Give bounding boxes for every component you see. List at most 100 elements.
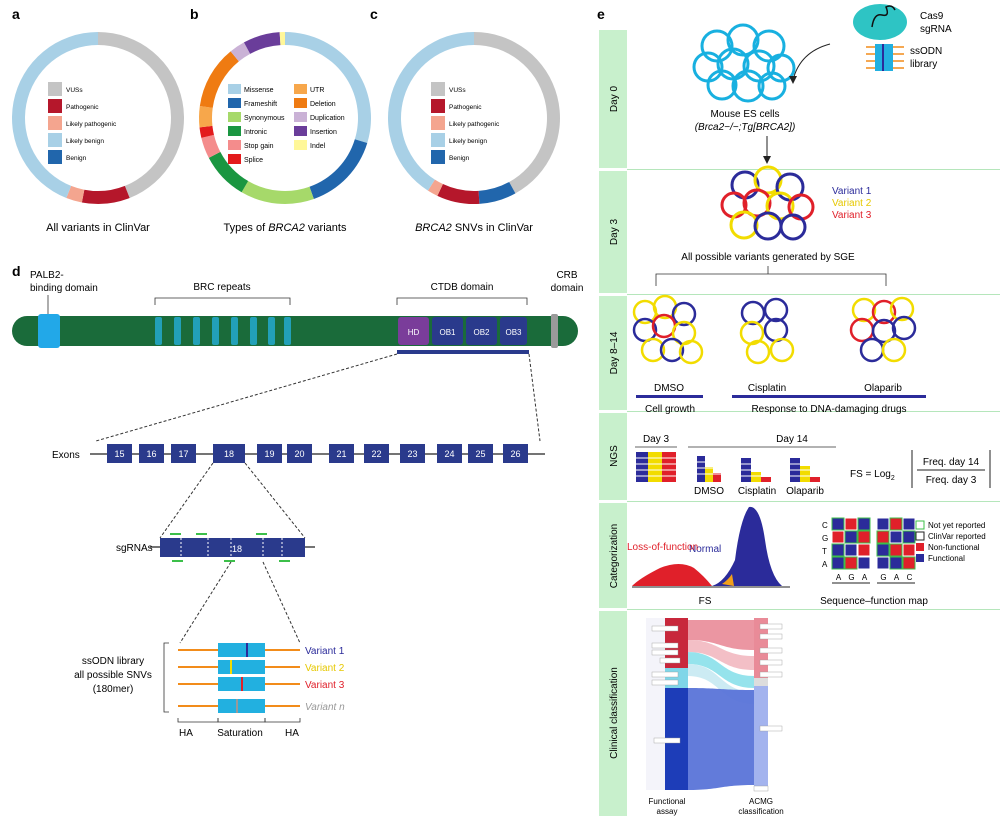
exon-18-zoom — [160, 538, 305, 557]
seqmap-col-label: C — [907, 573, 913, 582]
legend-swatch-likely-pathogenic — [431, 116, 445, 130]
legend-swatch-clinvar-reported — [915, 531, 925, 541]
seqmap-col-label: A — [836, 573, 842, 582]
seqmap-cell — [831, 530, 845, 544]
seqmap-cell — [857, 543, 871, 557]
donut-slice-insertion — [243, 32, 281, 54]
legend-swatch-non-functional — [916, 543, 924, 551]
panel-label-e: e — [597, 6, 605, 22]
ngs-dmso-label: DMSO — [694, 486, 724, 497]
donut-slice-likely-benign — [387, 31, 474, 191]
stage-day0: Day 0 — [609, 86, 620, 113]
seqmap-cell — [902, 517, 916, 531]
seqmap-cell — [857, 530, 871, 544]
sgrnas-label: sgRNAs — [116, 543, 153, 554]
legend-swatch-not-yet-reported — [915, 520, 925, 530]
legend-label: Synonymous — [244, 115, 285, 122]
legend-label: Intronic — [244, 129, 267, 136]
brc-repeats — [155, 317, 291, 345]
legend-c: VUSs Pathogenic Likely pathogenic Likely… — [431, 82, 500, 164]
stage-ngs: NGS — [609, 445, 620, 467]
donut-slice-likely-benign — [11, 32, 98, 198]
legend-swatch-missense — [228, 84, 241, 94]
cell — [742, 188, 772, 218]
ob2-domain — [466, 317, 497, 345]
exon-number: 26 — [510, 449, 520, 459]
legend-label: Non-functional — [928, 543, 980, 552]
cell — [757, 71, 787, 101]
ctdb-label: CTDB domain — [431, 282, 494, 293]
legend-label: ClinVar reported — [928, 532, 986, 541]
cell — [779, 213, 807, 241]
legend-swatch-likely-pathogenic — [48, 116, 62, 130]
arrow-head — [789, 76, 797, 84]
response-bar — [732, 395, 926, 398]
seqmap-cell — [889, 556, 903, 570]
legend-label: Missense — [244, 87, 274, 94]
donut-slice-benign — [478, 181, 516, 204]
exon-number: 15 — [114, 449, 124, 459]
legend-swatch-deletion — [294, 98, 307, 108]
seqmap-cell — [857, 517, 871, 531]
legend-label: Likely benign — [449, 138, 487, 145]
legend-label: UTR — [310, 87, 324, 94]
timeline-band: Day 0 Day 3 Day 8–14 NGS Categorization … — [599, 30, 1000, 816]
oligo-snv — [236, 699, 238, 713]
zoom-line — [95, 353, 398, 442]
stage-day8-14: Day 8–14 — [609, 331, 620, 374]
seqmap-cell — [844, 556, 858, 570]
cell — [729, 210, 759, 240]
fs-label: FS — [699, 596, 712, 607]
legend-swatch-splice — [228, 154, 241, 164]
cell-growth-bar — [636, 395, 703, 398]
brc-repeat — [284, 317, 291, 345]
donut-slice-vuss — [98, 32, 185, 198]
seqmap-cell — [876, 543, 890, 557]
legend-swatch-pathogenic — [48, 99, 62, 113]
arrow-head — [763, 156, 771, 164]
exon-number: 19 — [264, 449, 274, 459]
saturation-label: Saturation — [217, 728, 263, 739]
legend-label: Likely pathogenic — [66, 121, 117, 128]
seqmap-cell — [876, 556, 890, 570]
ngs-olaparib-bars — [790, 458, 820, 482]
sgrna-guide — [172, 560, 183, 562]
seqmap-row-label: A — [822, 560, 828, 569]
seqmap-cell — [876, 517, 890, 531]
legend-label: VUSs — [449, 87, 466, 94]
sgrna-guide — [170, 533, 181, 535]
caption-b: Types of BRCA2 variants — [224, 222, 347, 234]
band-day3 — [599, 171, 627, 293]
oligo-snv — [230, 660, 232, 674]
sgrna-guide — [256, 533, 267, 535]
donut-chart-c — [387, 31, 560, 204]
legend-label: Frameshift — [244, 101, 277, 108]
ngs-cisplatin-bars — [741, 458, 771, 482]
donut-slice-intronic — [208, 151, 249, 193]
legend-swatch-likely-benign — [431, 133, 445, 147]
variant-n-label: Variant n — [305, 702, 345, 713]
donut-slice-frameshift — [309, 139, 368, 200]
response-label: Response to DNA-damaging drugs — [751, 404, 906, 415]
sankey-flow-main — [688, 688, 754, 790]
saturation-bracket — [217, 718, 266, 723]
legend-label: Functional — [928, 554, 965, 563]
seqmap-cell — [902, 543, 916, 557]
variant-1-label: Variant 1 — [305, 646, 345, 657]
oligo-saturation — [218, 699, 265, 713]
sankey-node-acmg-vus — [754, 678, 768, 686]
seqmap-cell — [889, 543, 903, 557]
legend-label: Likely pathogenic — [449, 121, 500, 128]
legend-label: Deletion — [310, 101, 336, 108]
exon-box — [329, 444, 354, 463]
exon-box — [213, 444, 245, 463]
arrow — [792, 43, 831, 81]
ngs-day3-bars — [636, 452, 676, 482]
cell — [753, 165, 783, 195]
cas9-protein — [853, 4, 907, 40]
brc-repeat — [268, 317, 275, 345]
cell — [716, 47, 750, 81]
cell — [706, 69, 738, 101]
seqmap-cell — [889, 530, 903, 544]
brc-repeat — [155, 317, 162, 345]
